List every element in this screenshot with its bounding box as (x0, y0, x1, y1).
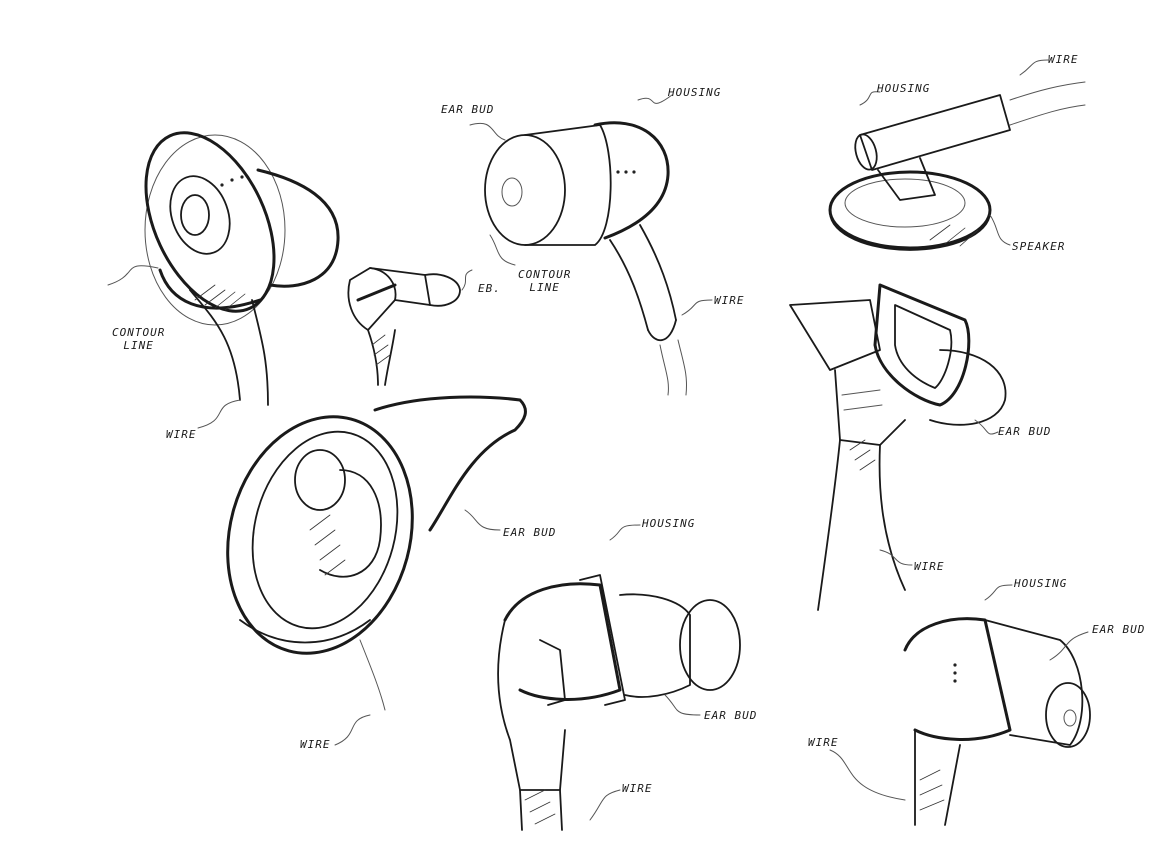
label-wire-3: WIRE (714, 294, 745, 307)
label-housing-7: HOUSING (642, 517, 696, 530)
label-wire-4: WIRE (1048, 53, 1079, 66)
label-earbud-6: EAR BUD (998, 425, 1052, 438)
label-wire-7: WIRE (622, 782, 653, 795)
sketch-angled-earbud (829, 584, 1091, 826)
sketch-ring-earbud (107, 131, 340, 429)
label-wire-6: WIRE (914, 560, 945, 573)
label-wire-1: WIRE (166, 428, 197, 441)
label-earbud-7: EAR BUD (704, 709, 758, 722)
label-speaker-4: SPEAKER (1012, 240, 1066, 253)
label-wire-5: WIRE (300, 738, 331, 751)
label-housing-4: HOUSING (877, 82, 931, 95)
sketch-speaker-earbud (828, 59, 1086, 251)
sketch-triangle-earbud (789, 283, 1007, 611)
label-earbud-8: EAR BUD (1092, 623, 1146, 636)
label-earbud-3: EAR BUD (441, 103, 495, 116)
sketch-big-ring-earbud (226, 395, 527, 746)
label-eb-2: EB. (478, 282, 501, 295)
sketch-cylinder-earbud (469, 94, 713, 396)
label-housing-3: HOUSING (668, 86, 722, 99)
label-earbud-5: EAR BUD (503, 526, 557, 539)
sketch-small-earbud (347, 267, 473, 386)
sketch-bent-earbud (497, 524, 741, 831)
label-wire-8: WIRE (808, 736, 839, 749)
label-housing-8: HOUSING (1014, 577, 1068, 590)
